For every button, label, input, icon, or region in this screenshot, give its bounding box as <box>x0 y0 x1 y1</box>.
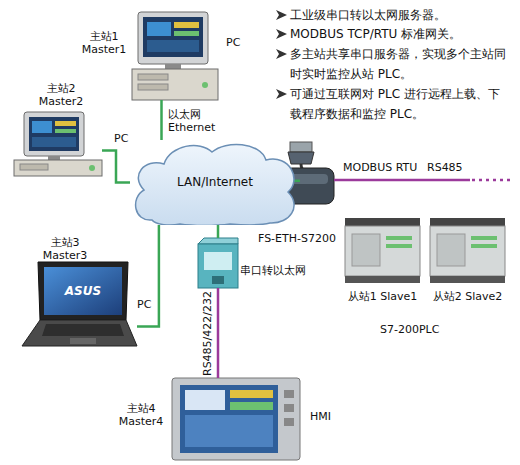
bullet-arrow <box>276 10 287 20</box>
power-button <box>202 82 208 88</box>
pc-master: 主站1 Master1PC <box>130 12 220 100</box>
converter-body <box>198 244 238 288</box>
keyboard <box>42 324 124 336</box>
link-label: RS485/422/232 <box>201 290 214 375</box>
converter-port <box>212 276 224 284</box>
pc-case <box>132 69 218 100</box>
node-sublabel: PC <box>137 298 161 311</box>
network-link <box>102 150 130 182</box>
feature-note: 工业级串口转以太网服务器。 <box>290 5 512 25</box>
node-label: 主站2 Master2 <box>36 82 86 108</box>
bullet-arrow <box>276 29 287 39</box>
screen-graphic <box>230 402 273 410</box>
hmi-button <box>284 390 294 398</box>
hmi-button <box>284 418 294 426</box>
drive-bay <box>20 164 48 170</box>
rs485-bus <box>334 179 470 182</box>
pc-case <box>14 160 102 176</box>
laptop-lid <box>38 262 128 320</box>
node-label: 从站1 Slave1 <box>345 290 420 303</box>
plc-terminal-strip <box>345 218 420 226</box>
plc-leds <box>386 244 412 248</box>
converter-top <box>198 238 238 244</box>
network-link <box>217 225 220 238</box>
screen-graphic <box>230 390 273 398</box>
rs485-bus-continued <box>472 179 514 182</box>
screen-graphic <box>174 31 199 36</box>
hmi-screen <box>180 385 278 453</box>
hmi-button <box>284 404 294 412</box>
trackpad <box>70 338 96 344</box>
drive-bay <box>138 84 168 90</box>
screen-graphic <box>55 129 76 133</box>
node-label: FS-ETH-S7200 <box>258 232 336 245</box>
monitor-bezel <box>138 12 208 64</box>
laptop-master: 主站3 Master3PC <box>22 262 137 348</box>
plc-slave: 从站1 Slave1 <box>345 218 420 283</box>
network-cloud: LAN/Internet <box>130 140 300 225</box>
screen-graphic <box>55 121 76 126</box>
screen-graphic <box>147 22 171 36</box>
drive-bay <box>138 74 168 80</box>
screen-graphic <box>32 137 76 147</box>
node-label: 主站3 Master3 <box>40 236 90 262</box>
monitor-screen <box>143 17 203 57</box>
laptop-base <box>22 320 137 346</box>
power-button <box>89 165 95 171</box>
feature-note: 多主站共享串口服务器，实现多个主站同时实时监控从站 PLC。 <box>290 44 506 84</box>
converter-plate <box>204 252 232 270</box>
plc-terminal-strip <box>430 276 505 283</box>
db9-connector <box>288 152 314 164</box>
feature-note: 可通过互联网对 PLC 进行远程上载、下载程序数据和监控 PLC。 <box>290 84 506 124</box>
node-sublabel: HMI <box>310 410 340 423</box>
screen-graphic <box>185 390 225 410</box>
network-link <box>137 225 159 327</box>
monitor-bezel <box>24 112 84 156</box>
screen-graphic <box>185 415 273 447</box>
bus-label: RS485 <box>427 161 463 175</box>
feature-note: MODBUS TCP/RTU 标准网关。 <box>290 24 512 44</box>
db9-shell <box>290 142 312 152</box>
node-label: LAN/Internet <box>130 175 300 190</box>
plc-slave: 从站2 Slave2 <box>430 218 505 283</box>
screen-graphic <box>32 121 52 133</box>
plc-terminal-strip <box>430 218 505 226</box>
plc-body <box>430 226 505 276</box>
plc-cover <box>352 234 380 266</box>
screen-graphic <box>147 40 199 52</box>
network-link <box>160 100 163 140</box>
protocol-label: MODBUS RTU <box>343 161 417 175</box>
brand-logo: ASUS <box>58 284 108 299</box>
monitor-stand <box>165 64 181 69</box>
plc-body <box>345 226 420 276</box>
serial-converter: 串口转以太网 <box>198 238 238 288</box>
monitor-screen <box>29 117 79 151</box>
node-label: 主站4 Master4 <box>116 402 166 428</box>
node-label: 串口转以太网 <box>240 264 306 277</box>
model-label: S7-200PLC <box>380 323 439 337</box>
monitor-stand <box>48 156 60 160</box>
node-label: 主站1 Master1 <box>80 30 128 56</box>
plc-terminal-strip <box>345 276 420 283</box>
gateway-device: FS-ETH-S7200 <box>282 142 334 204</box>
plc-leds <box>471 244 497 248</box>
network-link <box>217 288 220 378</box>
plc-cover <box>437 234 465 266</box>
screen-graphic <box>174 22 199 28</box>
pc-master: 主站2 Master2PC <box>14 112 102 176</box>
hmi-master: 主站4 Master4HMI <box>172 378 300 460</box>
plc-leds <box>471 236 497 240</box>
node-sublabel: PC <box>226 36 250 49</box>
laptop-screen <box>44 267 122 315</box>
bullet-arrow <box>276 49 287 59</box>
node-label: 从站2 Slave2 <box>430 290 505 303</box>
link-label: 以太网 Ethernet <box>168 108 220 134</box>
hmi-bezel <box>172 378 300 460</box>
plc-leds <box>386 236 412 240</box>
node-sublabel: PC <box>114 132 138 145</box>
bullet-arrow <box>276 89 287 99</box>
gateway-face <box>290 174 328 184</box>
